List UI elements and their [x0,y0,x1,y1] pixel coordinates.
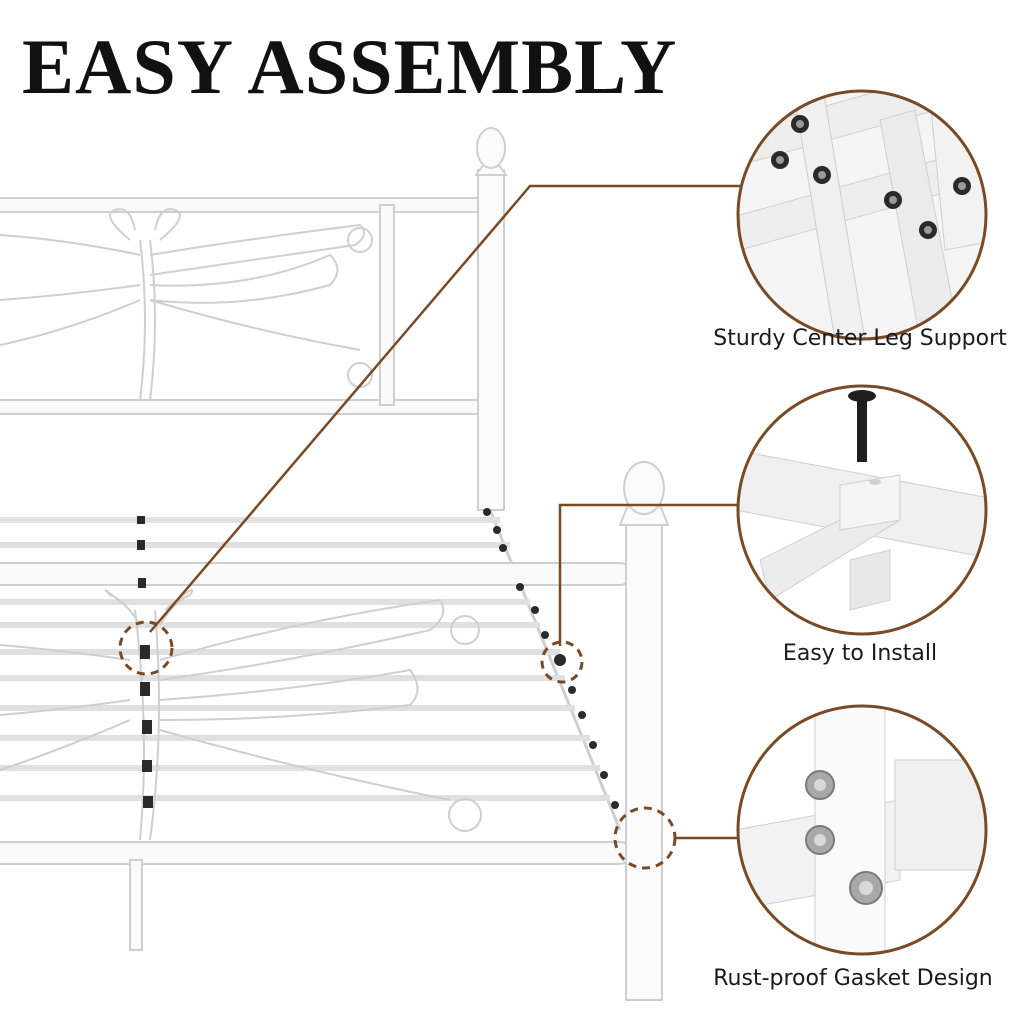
detail-circle-2-border [736,384,988,636]
headboard [0,127,508,511]
install-bolt-icon [857,400,867,462]
detail-circle-center-leg [738,91,986,339]
side-rail-marker [540,640,584,684]
center-support-bolts [137,516,153,808]
bed-frame-illustration [0,127,670,1001]
side-rail-bolts [483,508,619,809]
feature-caption-gasket: Rust-proof Gasket Design [713,966,993,991]
feature-caption-center-leg: Sturdy Center Leg Support [713,326,1007,351]
bed-rails [0,509,631,951]
detail-circle-1-border [736,89,988,341]
detail-circle-install [738,386,986,634]
page-title: EASY ASSEMBLY [22,23,678,110]
feature-caption-install: Easy to Install [782,641,938,666]
detail-circle-gasket [738,706,986,954]
detail-circle-3-border [736,704,988,956]
footboard-post [618,461,670,1001]
leader-lines [149,184,740,840]
center-leg-marker [118,620,174,676]
